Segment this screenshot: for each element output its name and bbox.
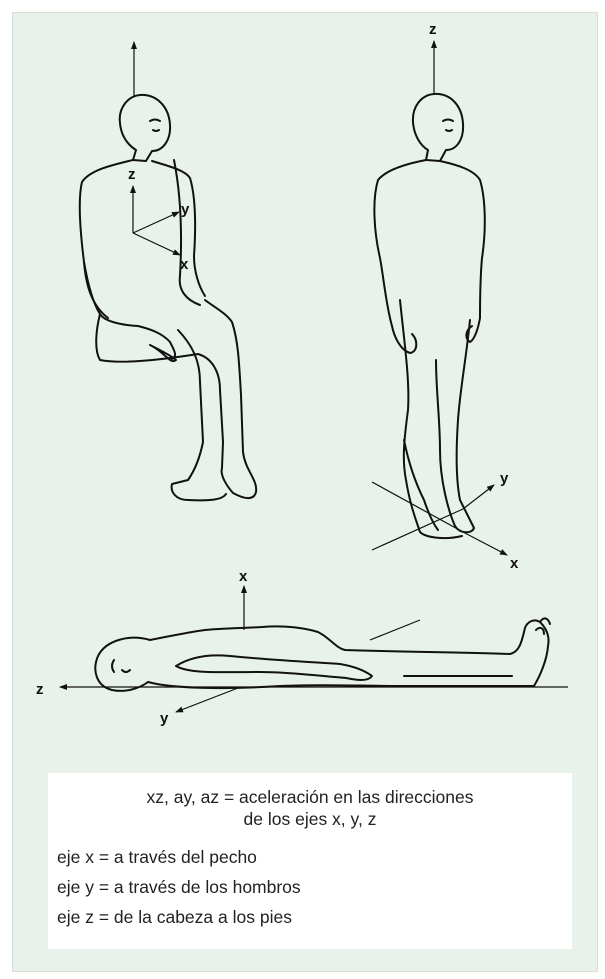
legend-title-line2: de los ejes x, y, z [48, 808, 572, 830]
seated-x-label: x [180, 257, 188, 272]
lying-figure [95, 618, 550, 691]
lying-x-label: x [239, 569, 247, 584]
seated-figure [80, 95, 256, 500]
lying-y-label: y [160, 711, 168, 726]
standing-figure [374, 94, 484, 538]
seated-axes [133, 42, 180, 255]
seated-z-label: z [128, 167, 136, 182]
lying-z-label: z [36, 682, 44, 697]
standing-axes [372, 41, 507, 555]
standing-x-label: x [510, 556, 518, 571]
seated-y-label: y [181, 202, 189, 217]
legend-item-x: eje x = a través del pecho [57, 846, 257, 868]
legend-item-y: eje y = a través de los hombros [57, 876, 301, 898]
legend-item-z: eje z = de la cabeza a los pies [57, 906, 292, 928]
legend-box: xz, ay, az = aceleración en las direccio… [48, 773, 572, 949]
standing-y-label: y [500, 471, 508, 486]
legend-title-line1: xz, ay, az = aceleración en las direccio… [48, 786, 572, 808]
lying-axes [60, 586, 568, 712]
standing-z-label: z [429, 22, 437, 37]
